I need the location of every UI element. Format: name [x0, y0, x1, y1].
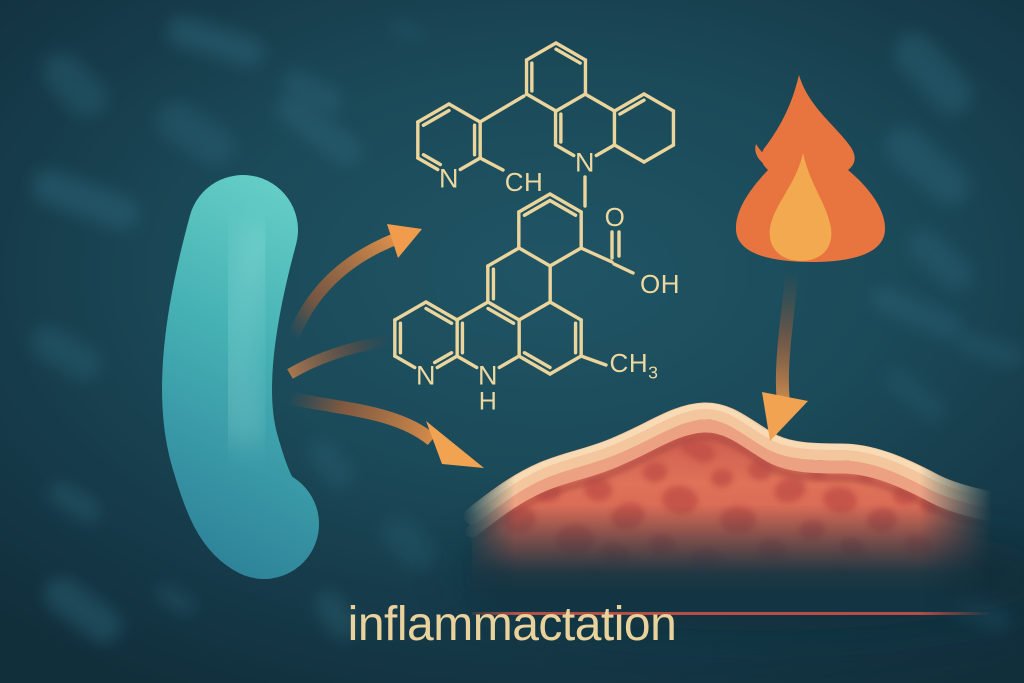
- atom-label-text: N: [575, 147, 595, 178]
- flame-inner: [769, 153, 832, 261]
- tissue-highlight: [469, 402, 1024, 514]
- flame-icon: [735, 75, 886, 262]
- bond: [393, 300, 428, 322]
- atom-label: N: [575, 147, 595, 178]
- bond: [435, 354, 459, 370]
- bond: [612, 143, 646, 164]
- bond: [455, 354, 479, 370]
- tissue-cell: [711, 468, 733, 488]
- bond: [524, 41, 558, 62]
- bond: [642, 143, 676, 164]
- bond: [478, 156, 505, 172]
- atom-label-text: H: [478, 387, 498, 416]
- bond: [478, 94, 526, 124]
- bond: [455, 300, 490, 322]
- atom-label: O: [605, 204, 626, 230]
- bond: [517, 192, 552, 214]
- bacterium: [162, 175, 319, 579]
- bond: [497, 354, 521, 370]
- atom-label-text: N: [439, 163, 459, 194]
- bond: [524, 92, 558, 113]
- bond: [579, 246, 614, 264]
- bond: [486, 246, 521, 268]
- bond: [447, 102, 482, 124]
- bond: [554, 92, 588, 113]
- bond: [458, 156, 482, 172]
- bond: [432, 351, 454, 365]
- bond: [421, 108, 451, 127]
- bond: [421, 153, 443, 167]
- inflamed-tissue: [455, 402, 1024, 615]
- arrowhead-tissue: [426, 421, 484, 468]
- bond: [416, 156, 440, 172]
- arrow-to-tissue: [286, 391, 437, 446]
- bond: [416, 102, 451, 124]
- tissue-bottom-fade: [455, 500, 1024, 612]
- atom-label: OH: [640, 271, 680, 297]
- bond: [618, 98, 646, 116]
- bond: [579, 354, 608, 367]
- atom-label: H: [478, 387, 498, 416]
- bond: [642, 92, 676, 113]
- bond: [393, 354, 417, 370]
- bond: [517, 354, 552, 376]
- bond: [548, 246, 583, 268]
- atom-label: N: [478, 360, 498, 391]
- atom-label: CH3: [610, 350, 659, 382]
- bond: [548, 300, 583, 322]
- bond: [486, 306, 516, 325]
- bond: [553, 143, 576, 158]
- atom-label-text: O: [604, 202, 626, 232]
- tissue-dermis-band: [465, 419, 1024, 538]
- atom-label: CH: [505, 169, 544, 195]
- atom-label-text: CH: [504, 167, 544, 197]
- bond: [554, 47, 582, 65]
- tissue-epidermis-band: [463, 402, 1024, 525]
- bond: [612, 262, 635, 275]
- bond: [548, 192, 583, 214]
- bond: [548, 354, 583, 376]
- arrowhead-flame: [762, 392, 808, 441]
- atom-label: N: [439, 163, 459, 194]
- bond: [517, 300, 552, 322]
- flame-left-tongue: [755, 144, 774, 168]
- atom-label-text: N: [478, 360, 498, 391]
- atom-label-text: OH: [640, 269, 680, 299]
- arrow-to-molecule-middle: [287, 334, 393, 379]
- arrows: [286, 224, 808, 468]
- tissue-cell: [774, 477, 806, 503]
- bacterium-highlight: [216, 223, 277, 447]
- bond: [594, 143, 617, 158]
- bond: [486, 300, 521, 322]
- atom-label-text: N: [416, 360, 436, 391]
- bond: [522, 198, 552, 217]
- atom-label-text: CH: [609, 348, 649, 379]
- bond: [583, 92, 617, 113]
- bond: [522, 351, 552, 370]
- atom-label: N: [416, 360, 436, 391]
- bond: [517, 246, 552, 268]
- bond: [424, 306, 454, 325]
- tissue-cell: [643, 461, 667, 483]
- atom-label-subscript: 3: [648, 362, 659, 383]
- bond: [554, 41, 588, 62]
- molecular-structures: [393, 41, 676, 376]
- bond: [424, 300, 459, 322]
- flame-outer: [735, 75, 886, 262]
- arrow-to-molecule-top: [287, 232, 401, 341]
- bond: [548, 198, 578, 217]
- arrowhead-top: [387, 224, 422, 258]
- arrow-flame-to-tissue: [775, 267, 799, 399]
- bond: [612, 92, 646, 113]
- caption: inflammactation: [347, 598, 677, 651]
